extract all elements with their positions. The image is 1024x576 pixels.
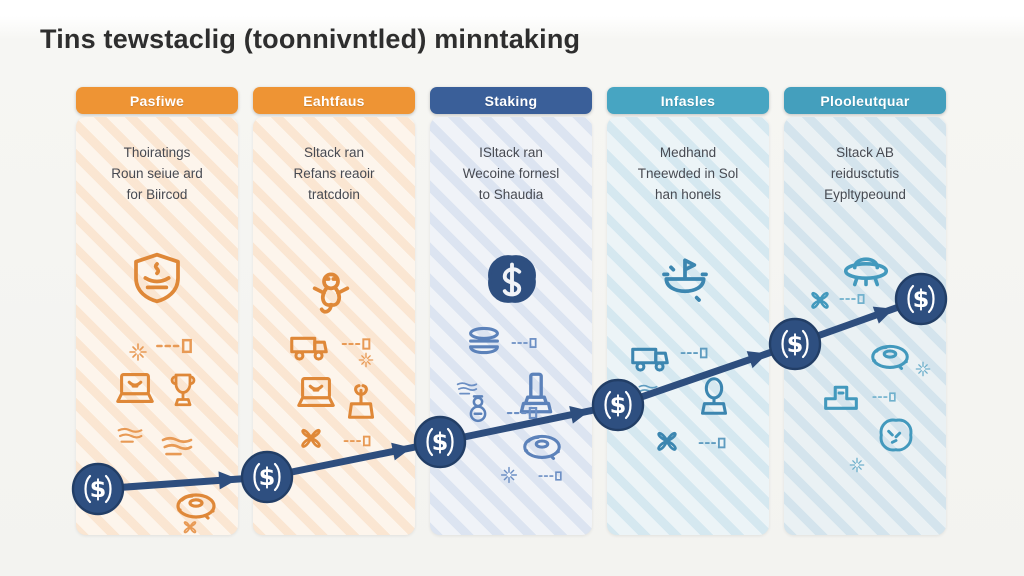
column-staking: Staking ISltack ran Wecoine fornesl to S… — [430, 87, 592, 535]
column-eahtfaus: Eahtfaus Sltack ran Refans reaoir tratcd… — [253, 87, 415, 535]
column-body: Thoiratings Roun seiue ard for Biircod — [76, 117, 238, 535]
column-description: Sltack AB reidusctutis Eypltypeound — [824, 145, 906, 202]
column-body: Medhand Tneewded in Sol han honels — [607, 117, 769, 535]
column-body: Sltack ran Refans reaoir tratcdoin — [253, 117, 415, 535]
column-header: Infasles — [607, 87, 769, 114]
columns-container: Pasfiwe Thoiratings Roun seiue ard for B… — [76, 87, 946, 535]
column-infasles: Infasles Medhand Tneewded in Sol han hon… — [607, 87, 769, 535]
column-description: ISltack ran Wecoine fornesl to Shaudia — [462, 145, 560, 202]
column-body: ISltack ran Wecoine fornesl to Shaudia — [430, 117, 592, 535]
column-description: Medhand Tneewded in Sol han honels — [637, 145, 739, 202]
column-header: Eahtfaus — [253, 87, 415, 114]
column-header: Staking — [430, 87, 592, 114]
column-body: Sltack AB reidusctutis Eypltypeound — [784, 117, 946, 535]
column-description: Thoiratings Roun seiue ard for Biircod — [111, 145, 203, 202]
column-plooleutquar: Plooleutquar Sltack AB reidusctutis Eypl… — [784, 87, 946, 535]
column-header: Plooleutquar — [784, 87, 946, 114]
page-title: Tins tewstaclig (toonnivntled) minntakin… — [40, 24, 581, 54]
column-header: Pasfiwe — [76, 87, 238, 114]
column-pasfiwe: Pasfiwe Thoiratings Roun seiue ard for B… — [76, 87, 238, 535]
column-description: Sltack ran Refans reaoir tratcdoin — [293, 145, 375, 202]
